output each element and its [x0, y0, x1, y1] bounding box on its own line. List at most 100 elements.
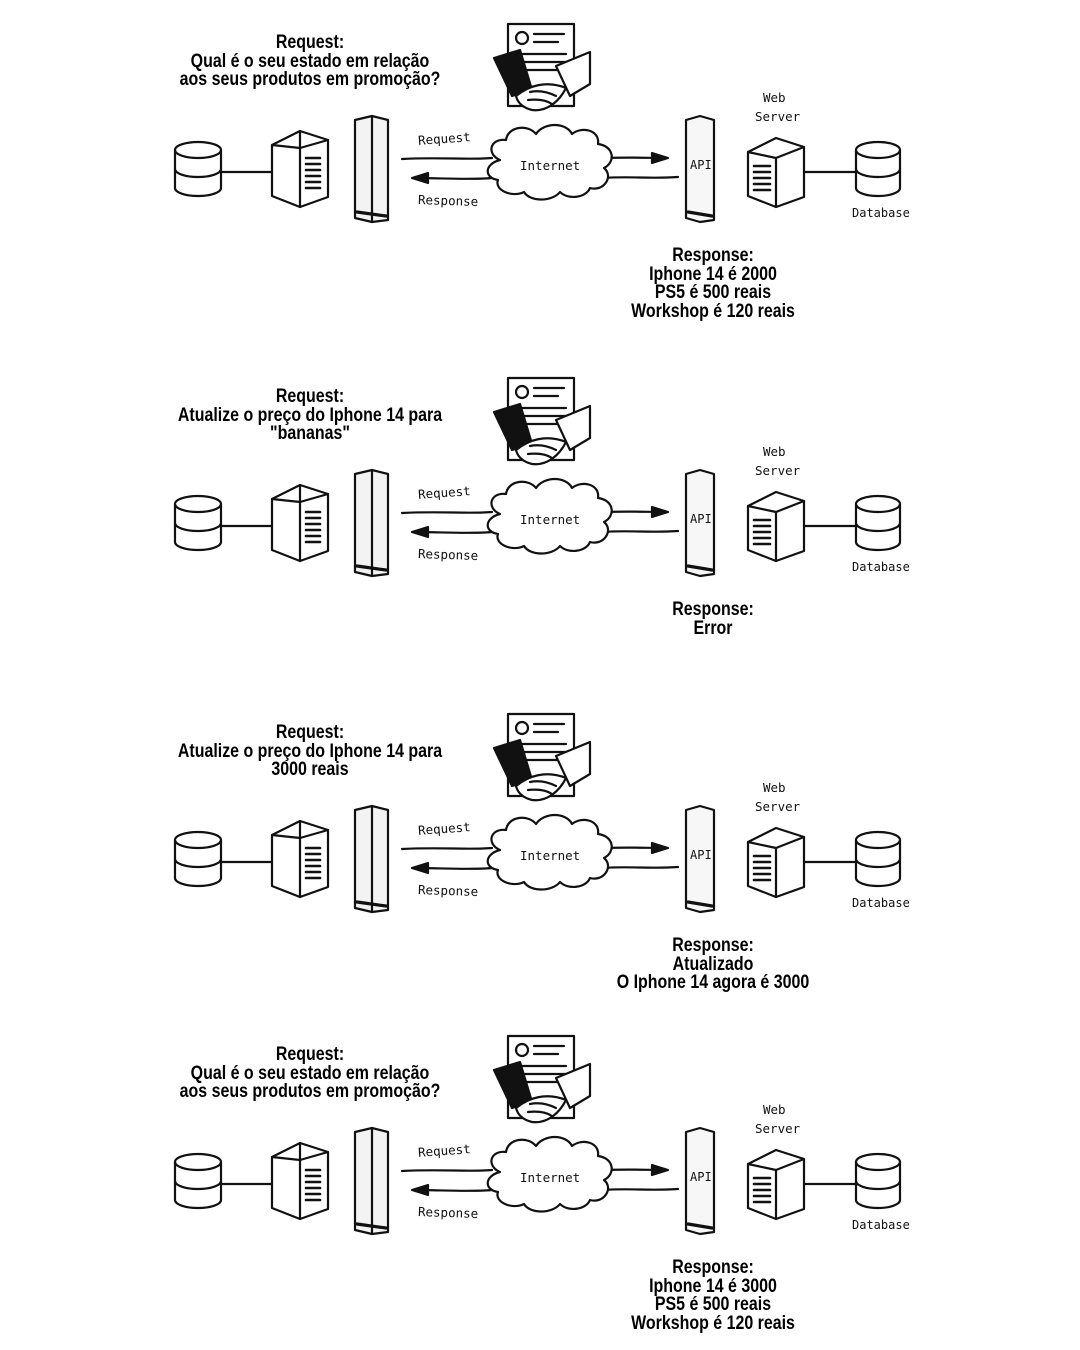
internet-cloud-icon [486, 477, 613, 555]
response-arrow-label: Response [417, 1203, 479, 1222]
request-arrowhead [650, 505, 670, 519]
client-server-icon [270, 1141, 330, 1221]
web-label: Web [763, 780, 786, 795]
response-arrow-label: Response [417, 191, 479, 210]
request-caption: Request: Atualize o preço do Iphone 14 p… [134, 722, 487, 780]
diagram-panel-1: Request: Qual é o seu estado em relação … [0, 0, 1080, 337]
internet-cloud-icon [486, 813, 613, 891]
web-label: Web [763, 444, 786, 459]
handshake-contract-icon [492, 712, 592, 802]
client-database-icon [173, 494, 223, 552]
response-caption-line: Workshop é 120 reais [631, 1312, 795, 1334]
server-label: Server [755, 463, 801, 478]
server-database-icon [854, 830, 902, 888]
api-label: API [690, 1170, 712, 1184]
api-flow-diagram [173, 1034, 902, 1236]
internet-label: Internet [520, 1170, 581, 1185]
response-caption-line: Iphone 14 é 2000 [649, 263, 777, 285]
request-caption-line: 3000 reais [271, 759, 349, 780]
internet-label: Internet [520, 158, 581, 173]
web-server-icon [746, 136, 806, 209]
request-caption: Request: Qual é o seu estado em relação … [134, 1044, 487, 1102]
api-tower-icon [684, 1126, 716, 1236]
server-label: Server [755, 1121, 801, 1136]
response-caption: Response: Atualizado O Iphone 14 agora é… [537, 935, 890, 993]
handshake-contract-icon [492, 1034, 592, 1124]
database-label: Database [852, 1218, 910, 1232]
database-label: Database [852, 206, 910, 220]
response-arrow-label: Response [417, 881, 479, 900]
response-caption-line: O Iphone 14 agora é 3000 [616, 972, 810, 993]
response-caption-line: Error [693, 617, 733, 639]
response-arrowhead [410, 861, 430, 875]
api-label: API [690, 158, 712, 172]
response-caption-line: PS5 é 500 reais [654, 282, 772, 303]
response-caption-line: Response: [672, 245, 754, 266]
web-server-icon [746, 490, 806, 563]
client-server-icon [270, 483, 330, 563]
api-flow-diagram [173, 22, 902, 224]
api-label: API [690, 848, 712, 862]
api-tower-icon [684, 468, 716, 578]
response-caption-line: Iphone 14 é 3000 [649, 1275, 777, 1297]
request-caption-line: Atualize o preço do Iphone 14 para [177, 404, 443, 426]
request-caption-line: Atualize o preço do Iphone 14 para [177, 740, 443, 762]
client-tower-icon [353, 114, 390, 224]
server-label: Server [755, 799, 801, 814]
client-tower-icon [353, 468, 390, 578]
response-arrowhead [410, 171, 430, 185]
web-server-icon [746, 1148, 806, 1221]
response-arrowhead [410, 1183, 430, 1197]
client-server-icon [270, 819, 330, 899]
response-caption-line: Atualizado [672, 953, 754, 975]
diagram-panel-4: Request: Qual é o seu estado em relação … [0, 1012, 1080, 1349]
web-label: Web [763, 1102, 786, 1117]
database-label: Database [852, 896, 910, 910]
request-caption-line: aos seus produtos em promoção? [179, 69, 441, 90]
response-caption-line: Workshop é 120 reais [631, 300, 795, 322]
server-database-icon [854, 140, 902, 198]
client-database-icon [173, 830, 223, 888]
internet-label: Internet [520, 512, 581, 527]
response-caption-line: Response: [672, 1257, 754, 1278]
client-server-icon [270, 129, 330, 209]
api-tower-icon [684, 804, 716, 914]
request-caption-line: Request: [275, 386, 345, 407]
client-database-icon [173, 140, 223, 198]
server-label: Server [755, 109, 801, 124]
request-caption-line: "bananas" [270, 423, 350, 444]
response-caption-line: PS5 é 500 reais [654, 1294, 772, 1315]
client-tower-icon [353, 804, 390, 914]
response-caption-line: Response: [672, 935, 754, 956]
handshake-contract-icon [492, 376, 592, 466]
database-label: Database [852, 560, 910, 574]
response-caption: Response: Error [537, 599, 890, 639]
request-caption-line: Request: [275, 32, 345, 53]
server-database-icon [854, 1152, 902, 1210]
api-flow-diagram [173, 376, 902, 578]
response-caption-line: Response: [672, 599, 754, 620]
response-arrowhead [410, 525, 430, 539]
request-caption-line: Request: [275, 1044, 345, 1065]
request-arrowhead [650, 1163, 670, 1177]
response-arrow-label: Response [417, 545, 479, 564]
api-tower-icon [684, 114, 716, 224]
request-caption-line: Qual é o seu estado em relação [190, 1062, 430, 1084]
diagram-panel-3: Request: Atualize o preço do Iphone 14 p… [0, 690, 1080, 1027]
request-caption-line: Qual é o seu estado em relação [190, 50, 430, 72]
api-flow-diagram [173, 712, 902, 914]
handshake-contract-icon [492, 22, 592, 112]
request-caption: Request: Qual é o seu estado em relação … [134, 32, 487, 90]
internet-cloud-icon [486, 1135, 613, 1213]
request-caption: Request: Atualize o preço do Iphone 14 p… [134, 386, 487, 444]
internet-label: Internet [520, 848, 581, 863]
server-database-icon [854, 494, 902, 552]
request-arrowhead [650, 151, 670, 165]
client-database-icon [173, 1152, 223, 1210]
api-label: API [690, 512, 712, 526]
web-server-icon [746, 826, 806, 899]
internet-cloud-icon [486, 123, 613, 201]
request-caption-line: Request: [275, 722, 345, 743]
response-caption: Response: Iphone 14 é 3000 PS5 é 500 rea… [537, 1257, 890, 1334]
client-tower-icon [353, 1126, 390, 1236]
